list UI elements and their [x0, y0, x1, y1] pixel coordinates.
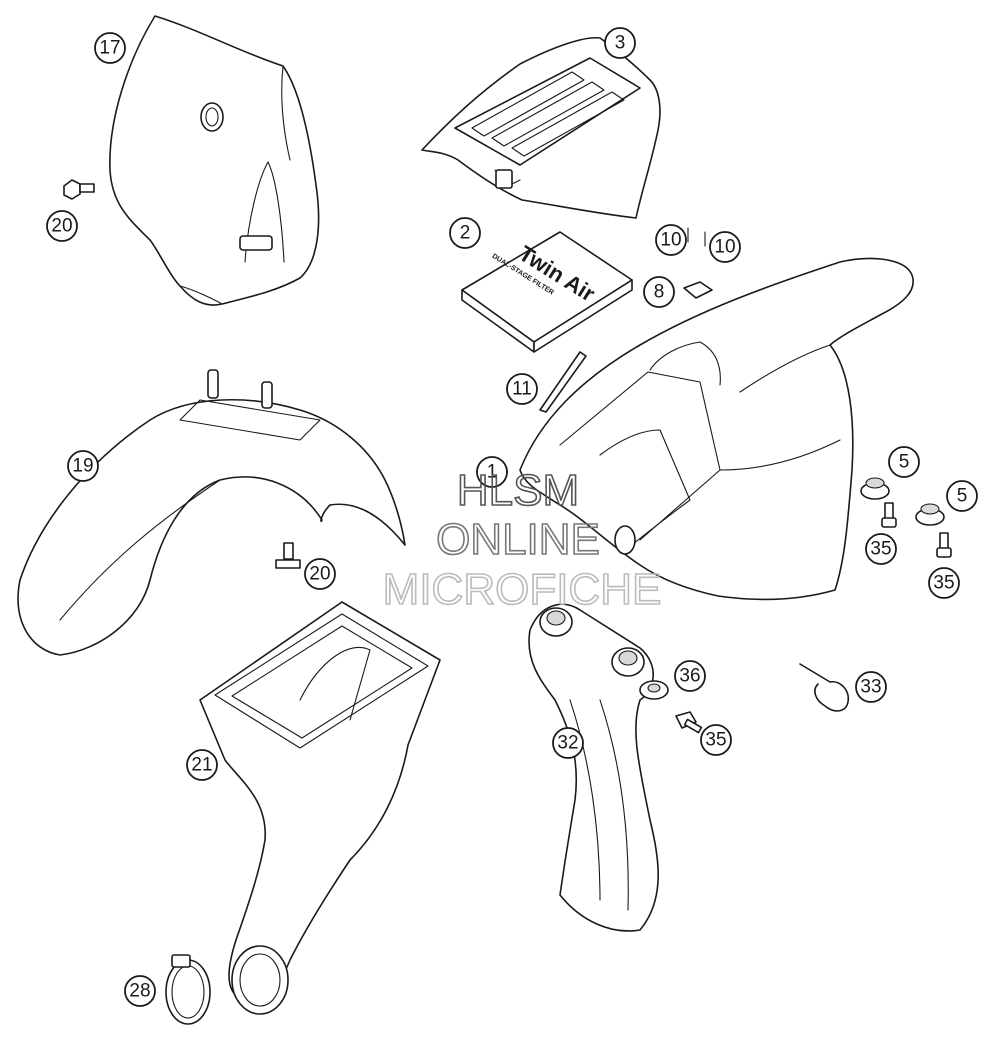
watermark: HLSM ONLINE MICROFICHE: [382, 465, 662, 615]
part-1-rear-fender: [519, 257, 914, 601]
callout-20-upper: 20: [46, 210, 78, 242]
part-3-airbox-cover: [421, 36, 661, 219]
svg-text:10: 10: [714, 237, 735, 258]
callout-3: 3: [604, 27, 636, 59]
svg-text:8: 8: [654, 282, 665, 303]
part-8-clip: [683, 281, 713, 299]
callout-19: 19: [67, 450, 99, 482]
callout-35-upper-right: 35: [928, 567, 960, 599]
watermark-line-3: MICROFICHE: [383, 565, 662, 614]
part-11-strip: [539, 351, 587, 413]
callout-17: 17: [94, 32, 126, 64]
svg-text:19: 19: [72, 456, 93, 477]
part-21-intake-boot: [199, 601, 441, 1015]
part-19-front-fender: [17, 369, 406, 656]
svg-text:11: 11: [512, 379, 532, 400]
svg-text:35: 35: [705, 730, 726, 751]
part-2-air-filter: Twin Air DUAL-STAGE FILTER: [461, 231, 633, 353]
svg-text:20: 20: [51, 216, 72, 237]
part-36-washer: [639, 680, 669, 700]
callout-10-left: 10: [655, 224, 687, 256]
part-35-bolt-b: [936, 532, 952, 558]
callout-35-upper-left: 35: [865, 533, 897, 565]
svg-text:35: 35: [933, 573, 954, 594]
svg-text:32: 32: [557, 733, 578, 754]
svg-text:35: 35: [870, 539, 891, 560]
part-5-grommet-a: [860, 477, 890, 500]
svg-text:5: 5: [899, 452, 910, 473]
part-35-bolt-c: [675, 711, 703, 734]
part-20-screw-b: [275, 542, 301, 569]
svg-text:10: 10: [660, 230, 681, 251]
callout-10-right: 10: [709, 231, 741, 263]
part-35-bolt-a: [881, 502, 897, 528]
part-5-grommet-b: [915, 503, 945, 526]
svg-text:28: 28: [129, 981, 150, 1002]
watermark-line-2: ONLINE: [436, 515, 600, 564]
svg-text:2: 2: [460, 223, 471, 244]
callout-2: 2: [449, 217, 481, 249]
callout-36: 36: [674, 660, 706, 692]
callout-5-right: 5: [946, 480, 978, 512]
callout-33: 33: [855, 671, 887, 703]
callout-11: 11: [506, 373, 538, 405]
callout-35-lower: 35: [700, 724, 732, 756]
callout-32: 32: [552, 727, 584, 759]
part-17-number-plate: [109, 15, 320, 306]
part-20-screw: [63, 179, 95, 200]
part-10-screws: [687, 227, 706, 247]
svg-text:36: 36: [679, 666, 700, 687]
callout-8: 8: [643, 276, 675, 308]
callout-20-lower: 20: [304, 558, 336, 590]
svg-text:21: 21: [191, 755, 212, 776]
svg-text:17: 17: [99, 38, 120, 59]
svg-text:5: 5: [957, 486, 968, 507]
svg-text:1: 1: [487, 462, 498, 483]
svg-text:20: 20: [309, 564, 330, 585]
watermark-line-1: HLSM: [457, 466, 579, 515]
callout-21: 21: [186, 749, 218, 781]
part-28-hose-clamp: [165, 954, 211, 1025]
callout-28: 28: [124, 975, 156, 1007]
callout-5-left: 5: [888, 446, 920, 478]
svg-text:33: 33: [860, 677, 881, 698]
part-33-cable-tie: [799, 663, 850, 712]
svg-text:3: 3: [615, 33, 626, 54]
part-32-side-panel: [528, 603, 659, 932]
callout-1: 1: [476, 456, 508, 488]
